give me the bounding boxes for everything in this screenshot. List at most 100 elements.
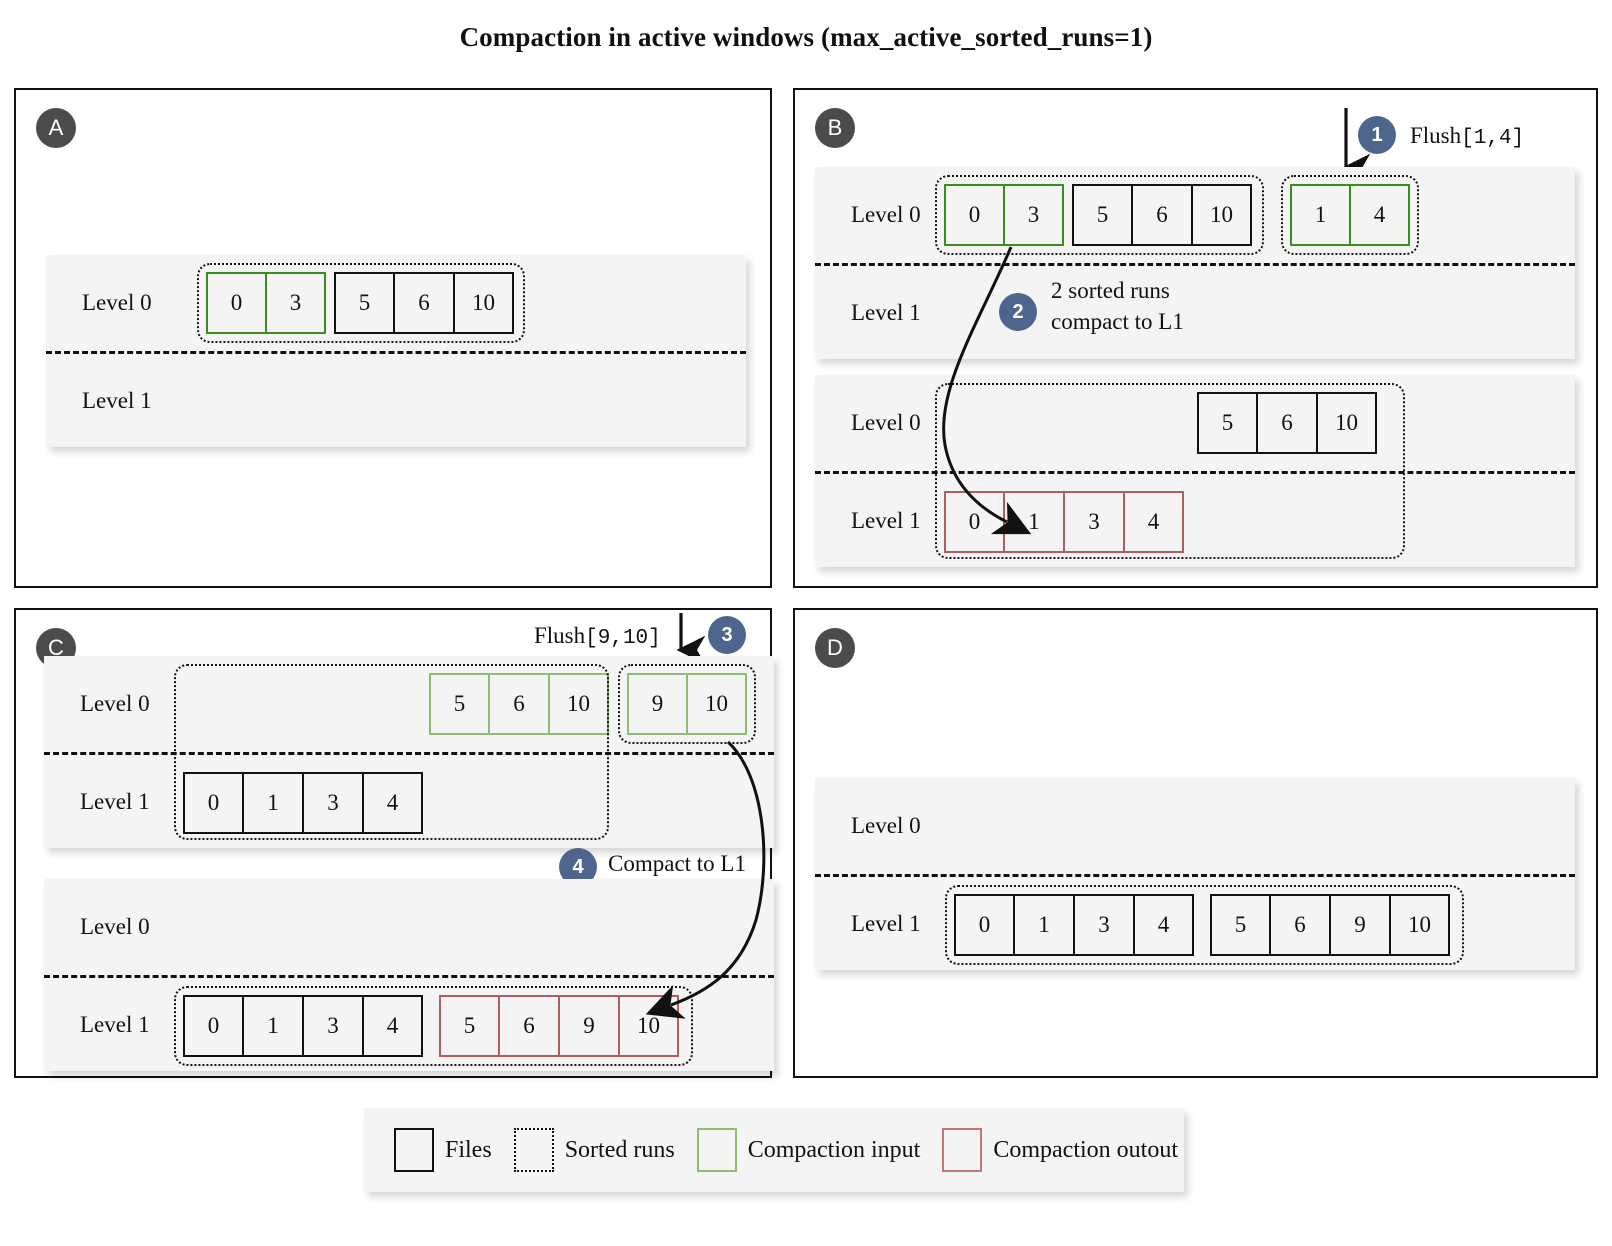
file-cell[interactable]: 5 <box>1210 894 1270 956</box>
figure-title: Compaction in active windows (max_active… <box>459 22 1153 52</box>
file-cell[interactable]: 0 <box>206 272 266 334</box>
file-cell[interactable]: 3 <box>1004 184 1064 246</box>
panel-a: A Level 0 0 3 5 6 10 Level 1 <box>14 88 772 588</box>
file-cell[interactable]: 5 <box>1072 184 1132 246</box>
level-label: Level 0 <box>82 290 152 315</box>
file-cell[interactable]: 9 <box>1330 894 1390 956</box>
flush-range: [9,10] <box>585 627 661 650</box>
level-label: Level 0 <box>851 410 921 435</box>
file-cell[interactable]: 0 <box>944 491 1004 553</box>
file-cell[interactable]: 10 <box>549 673 609 735</box>
file-cell[interactable]: 10 <box>1192 184 1252 246</box>
file-cell[interactable]: 3 <box>266 272 326 334</box>
note-line-2: compact to L1 <box>1051 309 1184 335</box>
legend-label: Compaction input <box>747 1136 921 1163</box>
file-cell[interactable]: 10 <box>1390 894 1450 956</box>
file-cell[interactable]: 0 <box>944 184 1004 246</box>
level-row-l1: Level 1 0 1 3 4 5 6 9 10 <box>44 975 774 1071</box>
file-cell[interactable]: 3 <box>1074 894 1134 956</box>
level-row-l1: Level 1 <box>46 351 746 447</box>
file-cell[interactable]: 6 <box>394 272 454 334</box>
file-cell[interactable]: 0 <box>183 772 243 834</box>
legend-label: Files <box>445 1136 492 1163</box>
panel-badge-d: D <box>815 628 855 668</box>
file-cell[interactable]: 6 <box>1270 894 1330 956</box>
level-row-l0: Level 0 0 3 5 6 10 1 4 <box>815 167 1575 263</box>
file-cell[interactable]: 3 <box>1064 491 1124 553</box>
file-cell[interactable]: 3 <box>303 995 363 1057</box>
file-run[interactable]: 0 1 3 4 <box>944 491 1184 553</box>
file-cell[interactable]: 1 <box>243 995 303 1057</box>
file-cell[interactable]: 5 <box>439 995 499 1057</box>
file-cell[interactable]: 4 <box>1124 491 1184 553</box>
file-cell[interactable]: 10 <box>1317 392 1377 454</box>
file-cell[interactable]: 4 <box>363 995 423 1057</box>
file-cell[interactable]: 1 <box>1014 894 1074 956</box>
file-cell[interactable]: 1 <box>1290 184 1350 246</box>
file-cell[interactable]: 0 <box>183 995 243 1057</box>
panel-d-lsm-state: Level 0 Level 1 0 1 3 4 5 6 9 10 <box>815 778 1575 970</box>
file-cell[interactable]: 6 <box>499 995 559 1057</box>
file-cell[interactable]: 0 <box>954 894 1014 956</box>
file-cell[interactable]: 9 <box>627 673 687 735</box>
file-cell[interactable]: 6 <box>489 673 549 735</box>
file-run[interactable]: 0 3 <box>944 184 1064 246</box>
level-row-l0: Level 0 5 6 10 9 10 <box>44 656 774 752</box>
file-cell[interactable]: 10 <box>687 673 747 735</box>
file-cell[interactable]: 4 <box>1134 894 1194 956</box>
panel-d: D Level 0 Level 1 0 1 3 4 5 6 9 10 <box>793 608 1598 1078</box>
legend-label: Compaction outout <box>993 1136 1178 1163</box>
panel-badge-a: A <box>36 108 76 148</box>
panel-c: C Flush[9,10] 3 Level 0 5 6 10 9 10 Leve… <box>14 608 774 1078</box>
file-cell[interactable]: 5 <box>334 272 394 334</box>
file-run[interactable]: 9 10 <box>627 673 747 735</box>
file-run[interactable]: 5 6 10 <box>429 673 609 735</box>
compaction-output-swatch-icon <box>942 1128 983 1172</box>
file-run[interactable]: 0 1 3 4 <box>954 894 1194 956</box>
file-cell[interactable]: 9 <box>559 995 619 1057</box>
panel-a-lsm-state: Level 0 0 3 5 6 10 Level 1 <box>46 255 746 447</box>
sorted-runs-swatch-icon <box>513 1128 554 1172</box>
file-run[interactable]: 5 6 9 10 <box>439 995 679 1057</box>
flush-text: Flush <box>534 623 586 648</box>
file-run[interactable]: 5 6 10 <box>1197 392 1377 454</box>
file-cell[interactable]: 6 <box>1257 392 1317 454</box>
level-label: Level 0 <box>851 202 921 227</box>
file-cell[interactable]: 1 <box>1004 491 1064 553</box>
compaction-input-swatch-icon <box>696 1128 737 1172</box>
file-cell[interactable]: 1 <box>243 772 303 834</box>
legend-item-compaction-output: Compaction outout <box>942 1128 1178 1172</box>
panel-badge-b: B <box>815 108 855 148</box>
step-badge-1: 1 <box>1358 116 1396 154</box>
file-cell[interactable]: 4 <box>1350 184 1410 246</box>
level-label: Level 0 <box>851 813 921 838</box>
level-label: Level 1 <box>851 910 921 936</box>
level-label: Level 1 <box>851 299 921 325</box>
panel-b-lsm-state-1: Level 0 0 3 5 6 10 1 4 Level 1 2 2 sorte… <box>815 167 1575 359</box>
panel-c-lsm-state-1: Level 0 5 6 10 9 10 Level 1 0 1 3 4 <box>44 656 774 848</box>
file-cell[interactable]: 5 <box>429 673 489 735</box>
file-run[interactable]: 5 6 9 10 <box>1210 894 1450 956</box>
panel-b-lsm-state-2: Level 0 5 6 10 Level 1 0 1 3 4 <box>815 375 1575 567</box>
file-run[interactable]: 5 6 10 <box>334 272 514 334</box>
level-label: Level 1 <box>80 788 150 814</box>
file-cell[interactable]: 10 <box>454 272 514 334</box>
file-cell[interactable]: 5 <box>1197 392 1257 454</box>
flush-label-b: Flush[1,4] <box>1410 120 1524 153</box>
file-run[interactable]: 0 3 <box>206 272 326 334</box>
legend-label: Sorted runs <box>564 1136 675 1163</box>
file-run[interactable]: 1 4 <box>1290 184 1410 246</box>
level-row-l0: Level 0 <box>44 879 774 975</box>
file-run[interactable]: 0 1 3 4 <box>183 772 423 834</box>
level-row-l0: Level 0 0 3 5 6 10 <box>46 255 746 351</box>
file-run[interactable]: 5 6 10 <box>1072 184 1252 246</box>
level-row-l1: Level 1 0 1 3 4 <box>815 471 1575 567</box>
file-cell[interactable]: 3 <box>303 772 363 834</box>
flush-text: Flush <box>1410 123 1462 148</box>
legend-item-files: Files <box>394 1128 492 1172</box>
file-run[interactable]: 0 1 3 4 <box>183 995 423 1057</box>
file-cell[interactable]: 6 <box>1132 184 1192 246</box>
file-cell[interactable]: 4 <box>363 772 423 834</box>
file-cell[interactable]: 10 <box>619 995 679 1057</box>
